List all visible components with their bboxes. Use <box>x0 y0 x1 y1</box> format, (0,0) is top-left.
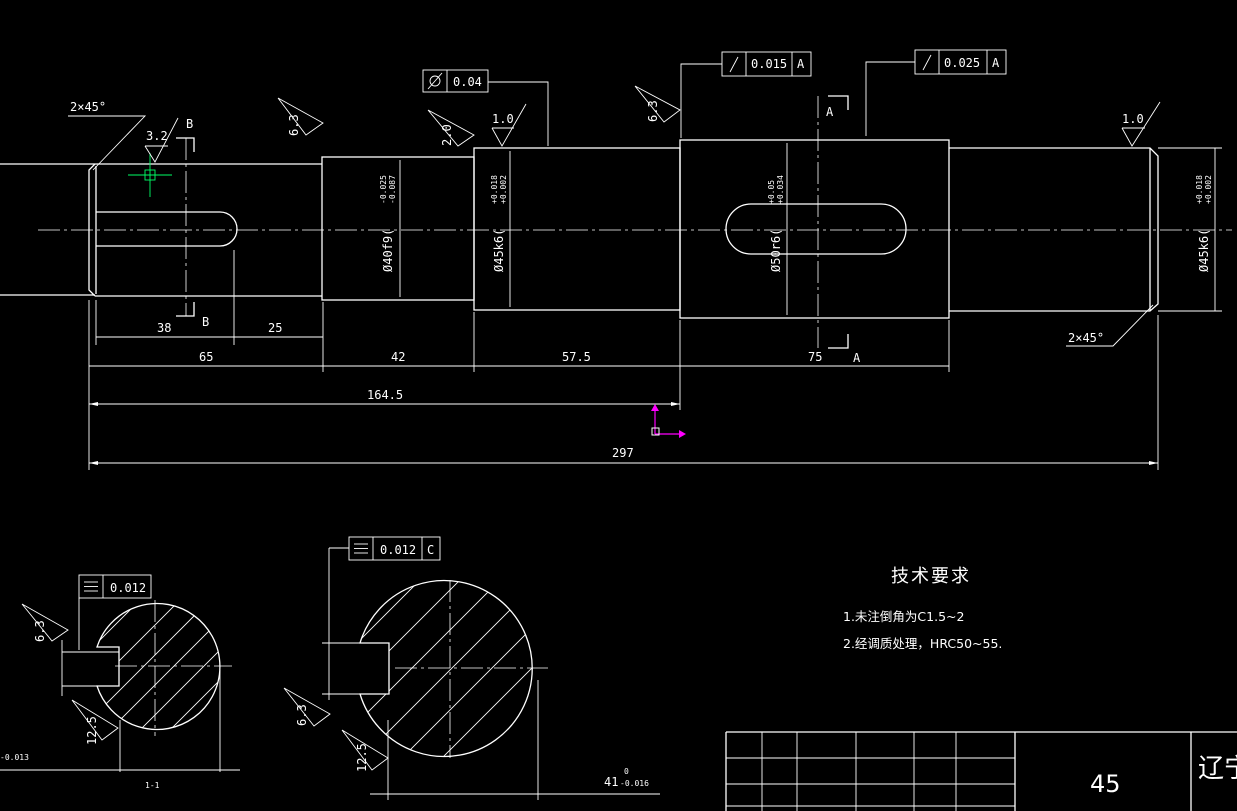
dim-42: 42 <box>391 350 405 364</box>
diameter-d40: Ø40f9( <box>381 229 395 272</box>
roughness-6-3-c: 6.3 <box>33 620 47 642</box>
dim-57-5: 57.5 <box>562 350 591 364</box>
chamfer-right-label: 2×45° <box>1068 331 1104 345</box>
d45a-lower-tol: +0.002 <box>499 175 508 204</box>
segment-d45b <box>949 147 1159 312</box>
gtol-symmetry2-value: 0.012 <box>380 543 416 557</box>
section-view-b: 0.012 6.3 12.5 -0.013 1-1 <box>0 574 240 790</box>
chamfer-left-leader: 2×45° <box>68 100 147 171</box>
d45a-upper-tol: +0.018 <box>490 175 499 204</box>
section-right-dim: 41 <box>604 775 618 789</box>
section-a-bottom: A <box>853 351 861 365</box>
gtol-symmetry2-datum: C <box>427 543 434 557</box>
d40-lower-tol: -0.087 <box>388 175 397 204</box>
gtol-cylindricity-value: 0.04 <box>453 75 482 89</box>
section-b-bottom: B <box>202 315 209 329</box>
gtol-runout2-datum: A <box>992 56 1000 70</box>
section-left-tol: -0.013 <box>0 753 29 762</box>
segment-d40 <box>321 156 475 301</box>
tech-req-item2: 2.经调质处理，HRC50~55. <box>843 636 1002 651</box>
title-material: 45 <box>1090 770 1121 798</box>
section-left-small: 1-1 <box>145 781 160 790</box>
roughness-1-0-b: 1.0 <box>1122 112 1144 126</box>
chamfer-left-label: 2×45° <box>70 100 106 114</box>
roughness-1-0-a: 1.0 <box>492 112 514 126</box>
roughness-symbols: 3.2 6.3 2.0 1.0 6.3 1.0 <box>144 85 1161 163</box>
section-a-top: A <box>826 105 834 119</box>
roughness-12-5-b: 12.5 <box>355 743 369 772</box>
d50-upper-tol: +0.05 <box>767 180 776 204</box>
gtol-runout2: 0.025 A <box>865 49 1007 136</box>
section-right-lower: -0.016 <box>620 779 649 788</box>
horizontal-dimensions: 38 25 65 42 57.5 75 164.5 297 <box>88 250 1159 470</box>
technical-requirements: 技术要求 1.未注倒角为C1.5~2 2.经调质处理，HRC50~55. <box>843 566 1002 651</box>
left-chamfer <box>88 163 96 297</box>
dim-65: 65 <box>199 350 213 364</box>
keyway-middle <box>725 203 907 255</box>
chamfer-right-leader: 2×45° <box>1066 304 1154 347</box>
roughness-6-3-b: 6.3 <box>646 100 660 122</box>
gtol-runout1-datum: A <box>797 57 805 71</box>
tech-req-item1: 1.未注倒角为C1.5~2 <box>843 609 964 624</box>
section-right-upper: 0 <box>624 767 629 776</box>
gtol-runout1: 0.015 A <box>680 51 812 138</box>
d40-upper-tol: -0.025 <box>379 175 388 204</box>
dim-297: 297 <box>612 446 634 460</box>
roughness-6-3-a: 6.3 <box>287 114 301 136</box>
title-block: 45 辽宁 <box>725 731 1237 811</box>
diameter-d45a: Ø45k6( <box>492 229 506 272</box>
section-b-top: B <box>186 117 193 131</box>
diameter-d50: Ø50r6( <box>769 229 783 272</box>
dim-38: 38 <box>157 321 171 335</box>
roughness-2-0: 2.0 <box>440 124 454 146</box>
keyway-left <box>96 211 238 247</box>
dim-164-5: 164.5 <box>367 388 403 402</box>
diameter-d45b: Ø45k6( <box>1197 229 1211 272</box>
d45b-lower-tol: +0.002 <box>1204 175 1213 204</box>
title-company: 辽宁 <box>1198 754 1237 784</box>
roughness-6-3-d: 6.3 <box>295 704 309 726</box>
dim-25: 25 <box>268 321 282 335</box>
gtol-runout1-value: 0.015 <box>751 57 787 71</box>
roughness-12-5-a: 12.5 <box>85 716 99 745</box>
dim-75: 75 <box>808 350 822 364</box>
segment-d50 <box>679 139 950 319</box>
shaft-main-view: Ø40f9( -0.025 -0.087 Ø45k6( +0.018 +0.00… <box>0 95 1232 365</box>
gtol-symmetry1-value: 0.012 <box>110 581 146 595</box>
d50-lower-tol: +0.034 <box>776 175 785 204</box>
cad-cursor <box>128 153 172 197</box>
section-view-c: 0.012 C 6.3 12.5 41 0 -0.016 <box>283 536 660 800</box>
tech-req-title: 技术要求 <box>891 566 971 587</box>
gtol-cylindricity: 0.04 <box>422 69 549 146</box>
ucs-icon <box>651 404 686 438</box>
roughness-3-2: 3.2 <box>146 129 168 143</box>
gtol-runout2-value: 0.025 <box>944 56 980 70</box>
d45b-upper-tol: +0.018 <box>1195 175 1204 204</box>
